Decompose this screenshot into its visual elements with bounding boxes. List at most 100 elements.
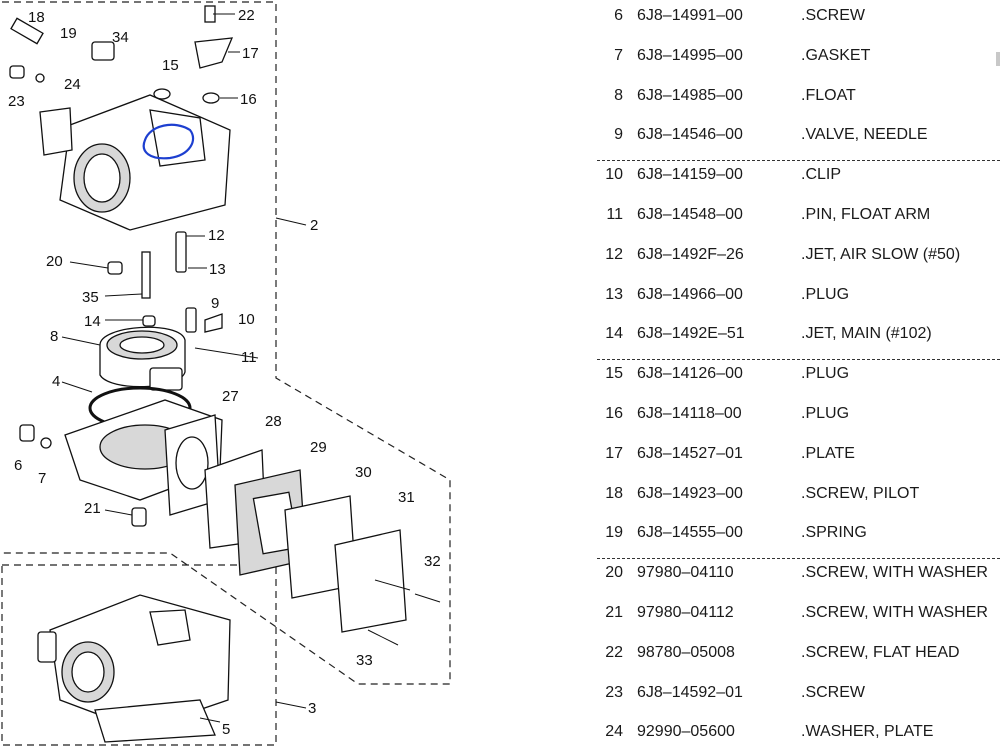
ref-number: 17 [605, 444, 623, 462]
assembly-boundary-2 [2, 1, 451, 685]
part-number: 6J8–14548–00 [637, 206, 743, 223]
callout: 7 [38, 470, 46, 487]
callout: 35 [82, 289, 99, 306]
part-number: 6J8–14546–00 [637, 126, 743, 144]
callout: 29 [310, 439, 327, 456]
parts-row: 14 6J8–1492E–51 .JET, MAIN (#102) [597, 316, 1000, 356]
ref-number: 21 [605, 604, 623, 621]
parts-row: 12 6J8–1492F–26 .JET, AIR SLOW (#50) [597, 237, 1000, 277]
gasket-and-cover-parts [164, 414, 441, 646]
callout: 15 [162, 57, 179, 74]
ref-number: 15 [605, 365, 623, 383]
callout: 32 [424, 553, 441, 570]
callout: 13 [209, 261, 226, 278]
callout: 3 [308, 700, 316, 717]
callout: 20 [46, 253, 63, 270]
ref-number: 8 [614, 86, 623, 104]
highlight-circle [142, 123, 195, 160]
ref-number: 22 [605, 643, 623, 661]
callout: 18 [28, 9, 45, 26]
callout: 24 [64, 76, 81, 93]
part-description: .PIN, FLOAT ARM [801, 206, 931, 223]
ref-number: 10 [605, 166, 623, 184]
callout: 2 [310, 217, 318, 234]
callout: 12 [208, 227, 225, 244]
exploded-parts-diagram: 18 22 19 34 17 15 24 23 16 2 12 20 13 35… [1, 1, 451, 746]
part-number: 6J8–14555–00 [637, 524, 743, 542]
part-description: .SCREW [801, 7, 865, 24]
part-number: 6J8–14592–01 [637, 683, 743, 701]
ref-number: 20 [605, 564, 623, 582]
ref-number: 24 [605, 723, 623, 741]
parts-row: 11 6J8–14548–00 .PIN, FLOAT ARM [597, 197, 1000, 237]
jets-and-screws-parts [107, 231, 259, 359]
part-description: .CLIP [801, 166, 842, 184]
group-separator [597, 160, 1000, 162]
parts-row: 8 6J8–14985–00 .FLOAT [597, 78, 1000, 118]
ref-number: 12 [605, 245, 623, 263]
callout: 34 [112, 29, 129, 46]
part-description: .JET, MAIN (#102) [801, 325, 932, 343]
ref-number: 18 [605, 484, 623, 502]
carburetor-assembly-part [37, 594, 231, 743]
part-description: .PLUG [801, 365, 850, 383]
part-number: 6J8–14985–00 [637, 86, 743, 104]
callout: 33 [356, 652, 373, 669]
parts-row: 15 6J8–14126–00 .PLUG [597, 356, 1000, 396]
callout: 14 [84, 313, 101, 330]
part-description: .SCREW, WITH WASHER [801, 564, 988, 582]
callout: 22 [238, 7, 255, 24]
group-separator [597, 558, 1000, 560]
group-separator [597, 359, 1000, 361]
leader-lines [61, 13, 307, 723]
part-number: 6J8–14159–00 [637, 166, 743, 184]
callout: 23 [8, 93, 25, 110]
callout: 8 [50, 328, 58, 345]
part-description: .VALVE, NEEDLE [801, 126, 928, 144]
callout: 6 [14, 457, 22, 474]
callout: 9 [211, 295, 219, 312]
scrollbar-thumb[interactable] [996, 52, 1000, 66]
part-number: 6J8–1492F–26 [637, 245, 744, 263]
callout: 28 [265, 413, 282, 430]
part-description: .PLATE [801, 444, 855, 462]
parts-row: 9 6J8–14546–00 .VALVE, NEEDLE [597, 117, 1000, 157]
parts-row: 18 6J8–14923–00 .SCREW, PILOT [597, 476, 1000, 516]
part-description: .SPRING [801, 524, 867, 542]
ref-number: 19 [605, 524, 623, 542]
part-number: 6J8–14923–00 [637, 484, 743, 502]
part-number: 6J8–14966–00 [637, 285, 743, 303]
part-description: .JET, AIR SLOW (#50) [801, 245, 961, 263]
part-number: 97980–04112 [637, 604, 734, 621]
callout: 16 [240, 91, 257, 108]
ref-number: 14 [605, 325, 623, 343]
part-number: 6J8–14118–00 [637, 405, 742, 422]
part-description: .SCREW, PILOT [801, 484, 920, 502]
ref-number: 9 [614, 126, 623, 144]
callout: 31 [398, 489, 415, 506]
callout: 10 [238, 311, 255, 328]
assembly-boundary-3 [1, 564, 277, 746]
part-number: 92990–05600 [637, 723, 735, 741]
part-description: .SCREW, FLAT HEAD [801, 643, 960, 661]
part-description: .PLUG [801, 285, 850, 303]
ref-number: 11 [606, 206, 623, 223]
part-description: .SCREW [801, 683, 865, 701]
part-number: 6J8–1492E–51 [637, 325, 745, 343]
callout: 17 [242, 45, 259, 62]
part-number: 6J8–14126–00 [637, 365, 743, 383]
ref-number: 6 [614, 7, 623, 24]
callout: 30 [355, 464, 372, 481]
callout: 21 [84, 500, 101, 517]
callout: 11 [241, 349, 257, 366]
part-description: .FLOAT [801, 86, 856, 104]
